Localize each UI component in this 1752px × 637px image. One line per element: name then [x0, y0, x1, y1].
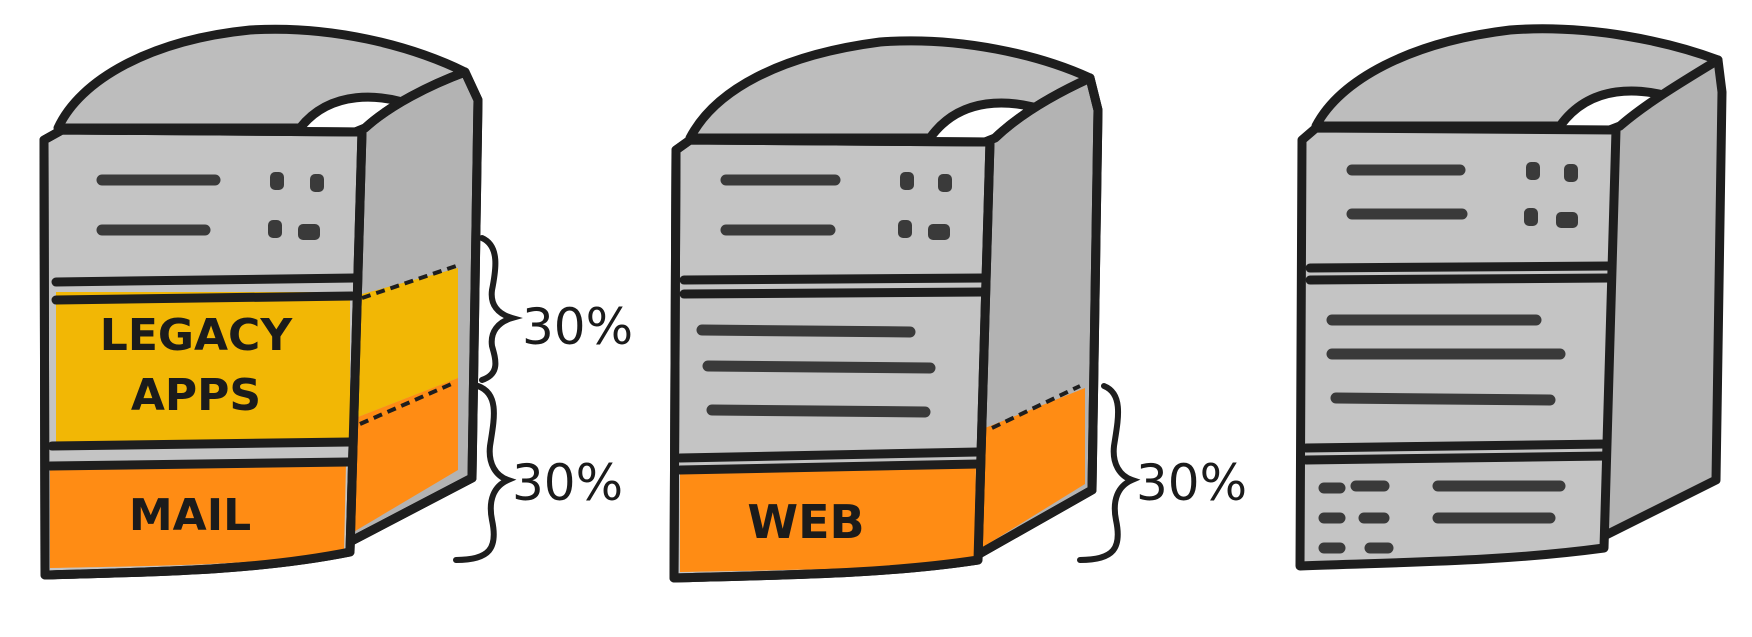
server-3-front: [1295, 123, 1621, 571]
server-1-legacy-band: [56, 292, 350, 442]
server-2-side-web-band: [975, 388, 1085, 552]
server-1-top: [53, 24, 470, 133]
server-1-side-mail-band: [340, 378, 458, 540]
brace-legacy: [479, 235, 523, 383]
server-1-mail-band: [50, 464, 346, 568]
server-1: LEGACY APPS MAIL: [39, 24, 483, 580]
server-3-side: [1589, 55, 1727, 545]
legacy-apps-label-line-1: LEGACY: [100, 310, 294, 361]
brace-mail: [453, 383, 517, 563]
web-share-label: 30%: [1136, 454, 1247, 512]
server-2-web-band: [680, 464, 976, 572]
legacy-share-label: 30%: [522, 298, 633, 356]
legacy-apps-label-line-2: APPS: [131, 370, 261, 421]
server-2-top: [685, 36, 1095, 143]
server-1-side-legacy-band: [340, 268, 458, 424]
mail-label: MAIL: [129, 490, 251, 541]
brace-web: [1077, 383, 1141, 563]
web-label: WEB: [747, 495, 864, 549]
server-3-top: [1311, 24, 1723, 131]
server-2-annotations: 30%: [1077, 383, 1247, 563]
server-1-annotations: 30% 30%: [453, 235, 633, 563]
mail-share-label: 30%: [512, 454, 623, 512]
server-2: WEB: [669, 36, 1103, 583]
server-3: [1295, 24, 1727, 571]
